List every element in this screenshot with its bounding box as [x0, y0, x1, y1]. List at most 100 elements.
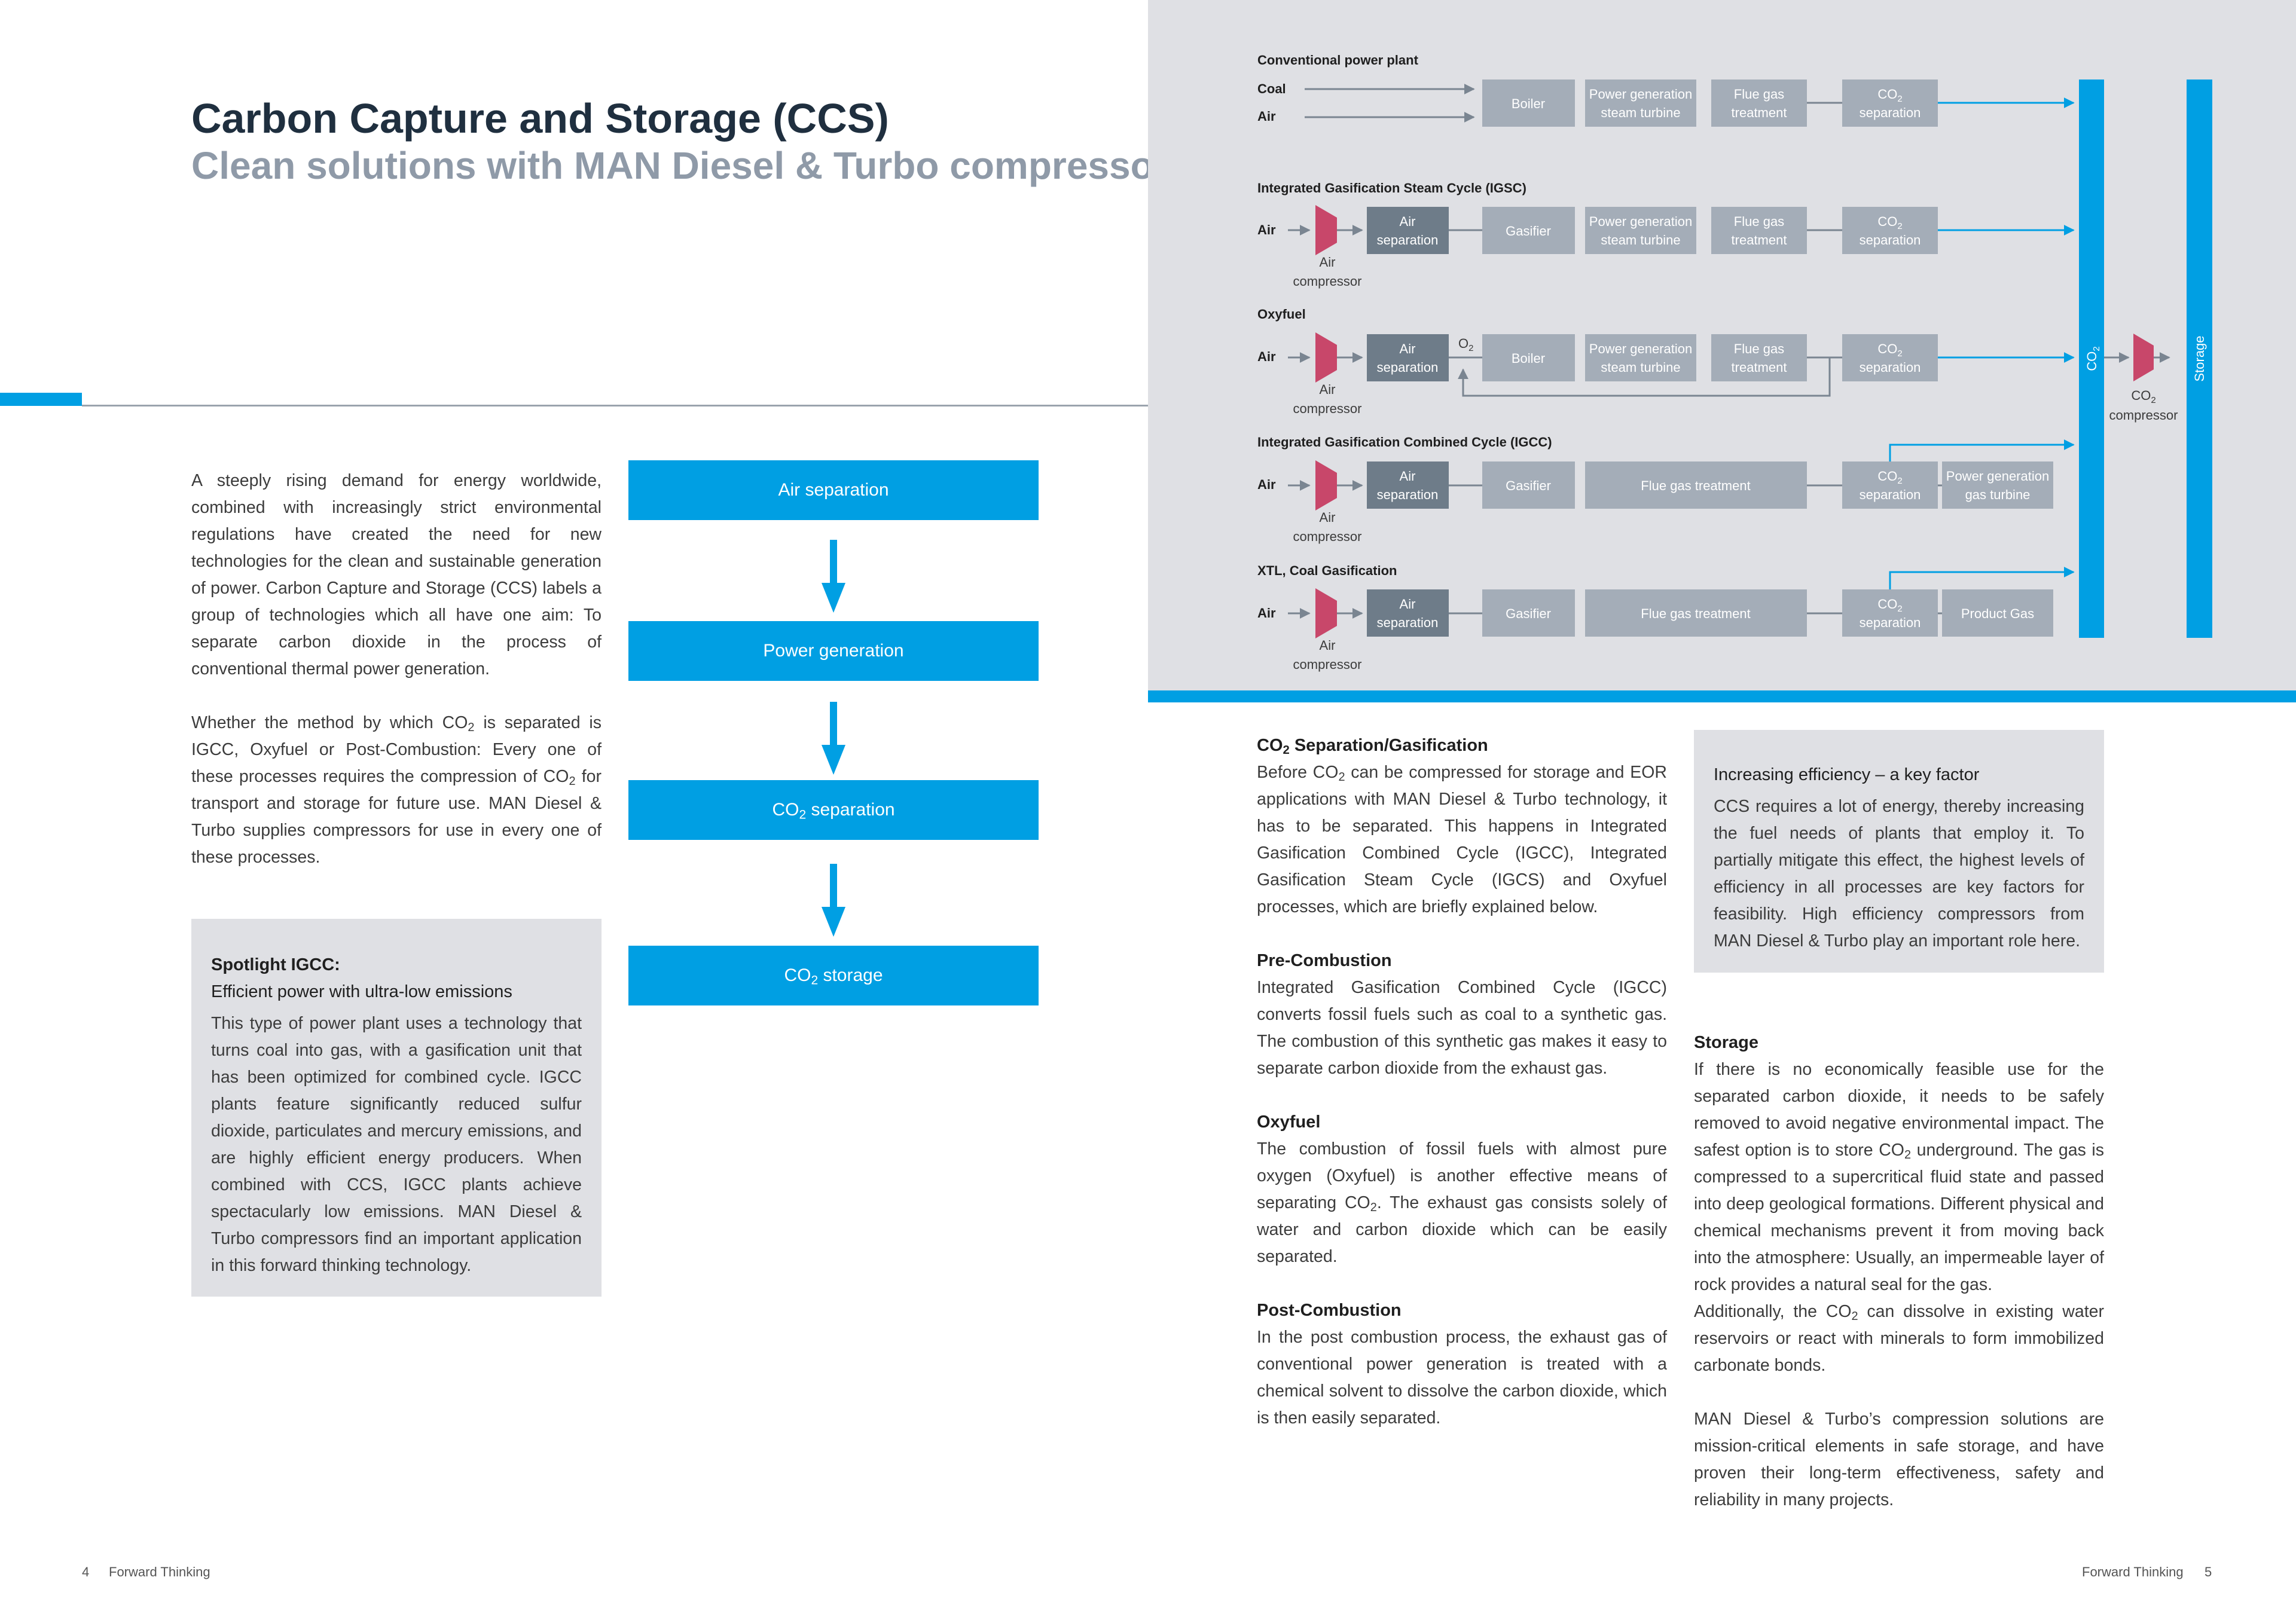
- section-heading-storage: Storage: [1694, 1033, 1758, 1052]
- process-box-co2-separation: [1842, 589, 1938, 637]
- box-label: separation: [1377, 233, 1439, 247]
- box-label: CO2: [1877, 469, 1902, 486]
- box-label: treatment: [1732, 360, 1787, 375]
- page-subtitle: Clean solutions with MAN Diesel & Turbo …: [191, 144, 1190, 187]
- flow-arrow-down-icon: [822, 540, 845, 613]
- intro-text: A steeply rising demand for energy world…: [191, 467, 602, 898]
- process-box-power-generation: [1585, 207, 1696, 254]
- efficiency-box: Increasing efficiency – a key factor CCS…: [1694, 730, 2104, 973]
- ccs-process-diagram: Conventional power plant Coal Air Boiler…: [1257, 53, 2212, 672]
- row-igsc: Integrated Gasification Steam Cycle (IGS…: [1257, 181, 2075, 289]
- box-label: Gasifier: [1506, 606, 1551, 621]
- row-xtl-coal-gasification: XTL, Coal Gasification Air Air compresso…: [1257, 563, 2075, 672]
- box-label: CO2: [1877, 214, 1902, 231]
- row-title: Integrated Gasification Steam Cycle (IGS…: [1257, 181, 1526, 195]
- air-compressor-icon: [1315, 205, 1337, 255]
- box-label: CO2: [1877, 87, 1902, 104]
- process-box-co2-separation: [1842, 461, 1938, 509]
- process-box-gasifier: [1482, 461, 1575, 509]
- box-label: separation: [1377, 615, 1439, 630]
- section-heading-co2-separation: CO2 Separation/Gasification: [1257, 736, 1488, 757]
- flow-arrow-down-icon: [822, 864, 845, 937]
- diagram-bottom-bar: [1148, 690, 2296, 702]
- efficiency-text: CCS requires a lot of energy, thereby in…: [1714, 797, 2084, 950]
- recycle-loop-arrow: [1458, 357, 1831, 397]
- box-label: Flue gas: [1734, 87, 1784, 102]
- page-title: Carbon Capture and Storage (CCS): [191, 95, 889, 142]
- box-label: Gasifier: [1506, 224, 1551, 239]
- flow-step-power-generation: Power generation: [628, 621, 1039, 681]
- box-label: Flue gas: [1734, 341, 1784, 356]
- flow-step-co2-separation: CO2 separation: [628, 780, 1039, 840]
- co2-collector-bar: [2079, 80, 2104, 638]
- intro-paragraph-1: A steeply rising demand for energy world…: [191, 471, 602, 678]
- input-label-coal: Coal: [1257, 81, 1286, 96]
- box-label: Power generation: [1589, 214, 1692, 229]
- process-box-flue-gas-treatment: [1585, 589, 1807, 637]
- row-oxyfuel: Oxyfuel Air Air compressor Air separatio…: [1257, 307, 2075, 416]
- storage-bar: [2187, 80, 2212, 638]
- storage-label: Storage: [2192, 335, 2207, 381]
- process-box-flue-gas-treatment: [1711, 80, 1807, 127]
- box-label: separation: [1377, 487, 1439, 502]
- header-divider: [82, 405, 1148, 406]
- process-box-co2-separation: [1842, 207, 1938, 254]
- box-label: Power generation: [1946, 469, 2049, 484]
- process-box-boiler: [1482, 334, 1575, 381]
- spotlight-text: This type of power plant uses a technolo…: [211, 1014, 582, 1275]
- section-text-post-combustion: In the post combustion process, the exha…: [1257, 1328, 1667, 1428]
- process-box-flue-gas-treatment: [1711, 334, 1807, 381]
- box-label: steam turbine: [1601, 233, 1680, 247]
- air-compressor-icon: [1315, 332, 1337, 383]
- page-number-left: 4: [82, 1564, 90, 1579]
- box-label: gas turbine: [1965, 487, 2031, 502]
- co2-compressor-label: compressor: [2109, 408, 2178, 423]
- input-label-air: Air: [1257, 349, 1276, 364]
- accent-bar: [0, 393, 82, 406]
- box-label: separation: [1860, 487, 1921, 502]
- process-box-boiler: [1482, 80, 1575, 127]
- input-label-air: Air: [1257, 606, 1276, 621]
- spotlight-subheading: Efficient power with ultra-low emissions: [211, 982, 512, 1001]
- box-label: Product Gas: [1961, 606, 2034, 621]
- section-text-oxyfuel: The combustion of fossil fuels with almo…: [1257, 1139, 1667, 1266]
- co2-compressor-icon: [2133, 334, 2154, 381]
- box-label: Flue gas treatment: [1641, 478, 1750, 493]
- box-label: Boiler: [1512, 351, 1545, 366]
- spotlight-heading: Spotlight IGCC:: [211, 955, 340, 974]
- process-box-flue-gas-treatment: [1711, 207, 1807, 254]
- box-label: separation: [1860, 233, 1921, 247]
- box-label: steam turbine: [1601, 105, 1680, 120]
- box-label: Gasifier: [1506, 478, 1551, 493]
- box-label: Boiler: [1512, 96, 1545, 111]
- box-label: separation: [1860, 360, 1921, 375]
- box-label: Power generation: [1589, 341, 1692, 356]
- row-title: Conventional power plant: [1257, 53, 1419, 68]
- flow-arrow-down-icon: [822, 702, 845, 775]
- process-box-gasifier: [1482, 589, 1575, 637]
- process-box-air-separation: [1367, 207, 1449, 254]
- section-text-storage-3: MAN Diesel & Turbo’s compression solutio…: [1694, 1410, 2104, 1509]
- section-text-storage-2: Additionally, the CO2 can dissolve in ex…: [1694, 1302, 2104, 1375]
- air-compressor-icon: [1315, 588, 1337, 638]
- process-box-air-separation: [1367, 461, 1449, 509]
- spotlight-igcc-box: Spotlight IGCC: Efficient power with ult…: [191, 919, 602, 1297]
- box-label: treatment: [1732, 105, 1787, 120]
- co2-flow-arrow: [1889, 567, 2075, 589]
- co2-separation-section: CO2 Separation/Gasification Before CO2 c…: [1257, 732, 1667, 1432]
- box-label: Flue gas: [1734, 214, 1784, 229]
- process-box-power-generation-gas-turbine: [1942, 461, 2053, 509]
- o2-label: O2: [1458, 336, 1473, 353]
- row-title: XTL, Coal Gasification: [1257, 563, 1397, 578]
- input-label-air: Air: [1257, 477, 1276, 492]
- flow-step-co2-storage: CO2 storage: [628, 946, 1039, 1005]
- compressor-label: Air: [1320, 510, 1336, 525]
- storage-section: Storage If there is no economically feas…: [1694, 1029, 2104, 1514]
- compressor-label: compressor: [1293, 529, 1362, 544]
- section-text-storage-1: If there is no economically feasible use…: [1694, 1060, 2104, 1294]
- input-label-air: Air: [1257, 109, 1276, 124]
- footer-label-right: Forward Thinking: [2082, 1564, 2184, 1579]
- flow-step-air-separation: Air separation: [628, 460, 1039, 520]
- box-label: separation: [1860, 105, 1921, 120]
- compressor-label: Air: [1320, 255, 1336, 270]
